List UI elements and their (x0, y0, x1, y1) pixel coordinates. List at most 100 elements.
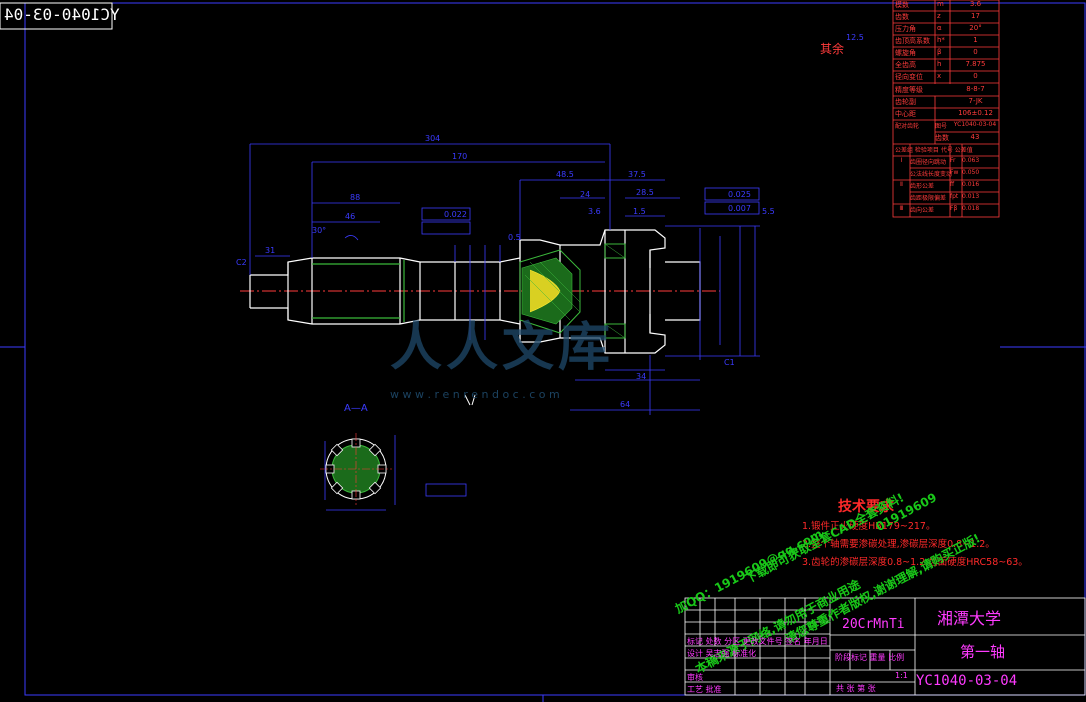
param-row: 螺旋角 β 0 (895, 48, 999, 60)
param-name: 螺旋角 (895, 49, 916, 57)
title-row: 设计 吴志强 标准化 (687, 649, 757, 658)
param-name: 齿数 (895, 13, 909, 21)
param-name: 中心距 (895, 110, 916, 118)
title-row: 标记 处数 分区 更改文件号 签名 年月日 (687, 637, 828, 646)
param-sym: m (937, 0, 944, 8)
tol-val: 0.013 (962, 193, 980, 200)
drawing-code-stamp: YC1040-03-04 (4, 5, 120, 24)
tol-val: 0.050 (962, 169, 980, 176)
chamfer-c2: C2 (236, 258, 247, 267)
tol-3: 0.022 (444, 210, 467, 219)
dim-31: 31 (265, 246, 276, 255)
param-table-lines (892, 0, 1000, 218)
param-val: 7-JK (968, 97, 983, 105)
param-sym: x (937, 72, 942, 80)
tech-req-title: 技术要求 (838, 499, 894, 515)
tolerance-table: 公差组 检验项目 代号 公差值 Ⅰ 齿圈径向跳动 Fr 0.063 公法线长度变… (893, 145, 999, 217)
dim-0-5: 0.5 (508, 233, 521, 242)
chamfer-c1: C1 (724, 358, 735, 367)
param-name: 模数 (895, 1, 909, 9)
tech-req-item: 2.整个轴需要渗碳处理,渗碳层深度0.8~1.2。 (802, 539, 995, 550)
param-table: 模数 m 3.6 齿数 z 17 压力角 α 20° 齿顶高系数 h* 1 螺旋… (893, 0, 999, 144)
param-sym: 图号 (935, 123, 948, 130)
tol-code: Fr (950, 157, 956, 164)
spline-section (320, 433, 396, 511)
tol-1: 0.025 (728, 190, 751, 199)
tolerance-row: Ⅱ 齿形公差 ff 0.016 (893, 181, 999, 190)
title-row: 工艺 批准 (687, 685, 722, 694)
tol-2: 0.007 (728, 204, 751, 213)
param-sym: β (937, 48, 942, 56)
part-name-label: 第一轴 (960, 643, 1006, 661)
param-name: 全齿高 (895, 61, 916, 69)
watermark-url: w w w . r e n r e n d o c . c o m (390, 388, 560, 401)
tolerance-row: 公法线长度变动 Fw 0.050 (893, 169, 999, 178)
school-label: 湘潭大学 (937, 609, 1002, 628)
tol-val: 0.063 (962, 157, 980, 164)
param-val: 8-8-7 (966, 85, 985, 93)
section-marker (464, 394, 476, 406)
dim-28-5: 28.5 (636, 188, 654, 197)
param-name: 径向变位 (895, 73, 923, 81)
param-val: 1 (973, 36, 978, 44)
param-sym (937, 97, 952, 109)
param-row: 中心距 106±0.12 (895, 109, 999, 121)
dim-34: 34 (636, 372, 647, 381)
dimension-lines (249, 143, 760, 497)
scale-value: 1:1 (895, 671, 908, 680)
param-row: 径向变位 x 0 (895, 72, 999, 84)
tolerance-row: Ⅲ 齿向公差 Fβ 0.018 (893, 205, 999, 214)
tol-code: ff (950, 181, 955, 188)
param-val: 17 (971, 12, 980, 20)
dim-46: 46 (345, 212, 356, 221)
tol-group (893, 169, 910, 178)
dim-angle-30: 30° (312, 226, 327, 235)
dim-88: 88 (350, 193, 361, 202)
watermark-brand: 人人文库 (390, 318, 615, 378)
param-val: 0 (973, 48, 978, 56)
roughness-value: 12.5 (846, 33, 864, 42)
param-val: 20° (969, 24, 982, 32)
material-label: 20CrMnTi (842, 617, 905, 632)
param-row: 精度等级 8-8-7 (895, 85, 999, 97)
sheet-label: 共 张 第 张 (836, 684, 876, 693)
tol-item: 齿形公差 (910, 183, 935, 190)
tol-group: Ⅱ (900, 181, 903, 188)
param-sym: 齿数 (935, 134, 949, 142)
param-name: 齿顶高系数 (895, 37, 930, 45)
param-sym (937, 85, 952, 97)
param-name: 齿轮副 (895, 98, 916, 106)
stamp-box (0, 2, 113, 30)
param-row: 齿数 z 17 (895, 12, 999, 24)
param-row: 模数 m 3.6 (895, 0, 999, 12)
dim-48-5: 48.5 (556, 170, 574, 179)
dim-3-6: 3.6 (588, 207, 601, 216)
tolerance-row: Ⅰ 齿圈径向跳动 Fr 0.063 (893, 157, 999, 166)
tol-group (893, 193, 910, 202)
param-row: 配对齿轮 图号 YC1040-03-04 (895, 121, 999, 133)
roughness-note: 其余 (820, 42, 845, 56)
dim-1-5: 1.5 (633, 207, 646, 216)
gear-section (519, 243, 626, 339)
dim-304: 304 (425, 134, 441, 143)
tol-item: 齿圈径向跳动 (910, 159, 947, 166)
tol-val: 0.018 (962, 205, 980, 212)
tol-item: 齿向公差 (910, 207, 935, 214)
tech-req-item: 3.齿轮的渗碳层深度0.8~1.2,齿面硬度HRC58~63。 (802, 557, 1028, 568)
param-val: YC1040-03-04 (953, 121, 997, 128)
scale-header: 阶段标记 重量 比例 (835, 653, 905, 662)
dim-170: 170 (452, 152, 468, 161)
tol-code: Fβ (950, 205, 958, 212)
tol-code: Fw (950, 169, 959, 176)
param-row: 全齿高 h 7.875 (895, 60, 999, 72)
param-row: 齿数 43 (895, 133, 999, 145)
param-row: 齿轮副 7-JK (895, 97, 999, 109)
param-row: 齿顶高系数 h* 1 (895, 36, 999, 48)
tolerance-header: 公差组 检验项目 代号 公差值 (895, 147, 973, 154)
param-val: 7.875 (965, 60, 986, 68)
dim-64: 64 (620, 400, 631, 409)
tolerance-row: 齿距极限偏差 fpt 0.013 (893, 193, 999, 202)
param-val: 43 (970, 133, 980, 141)
param-row: 压力角 α 20° (895, 24, 999, 36)
